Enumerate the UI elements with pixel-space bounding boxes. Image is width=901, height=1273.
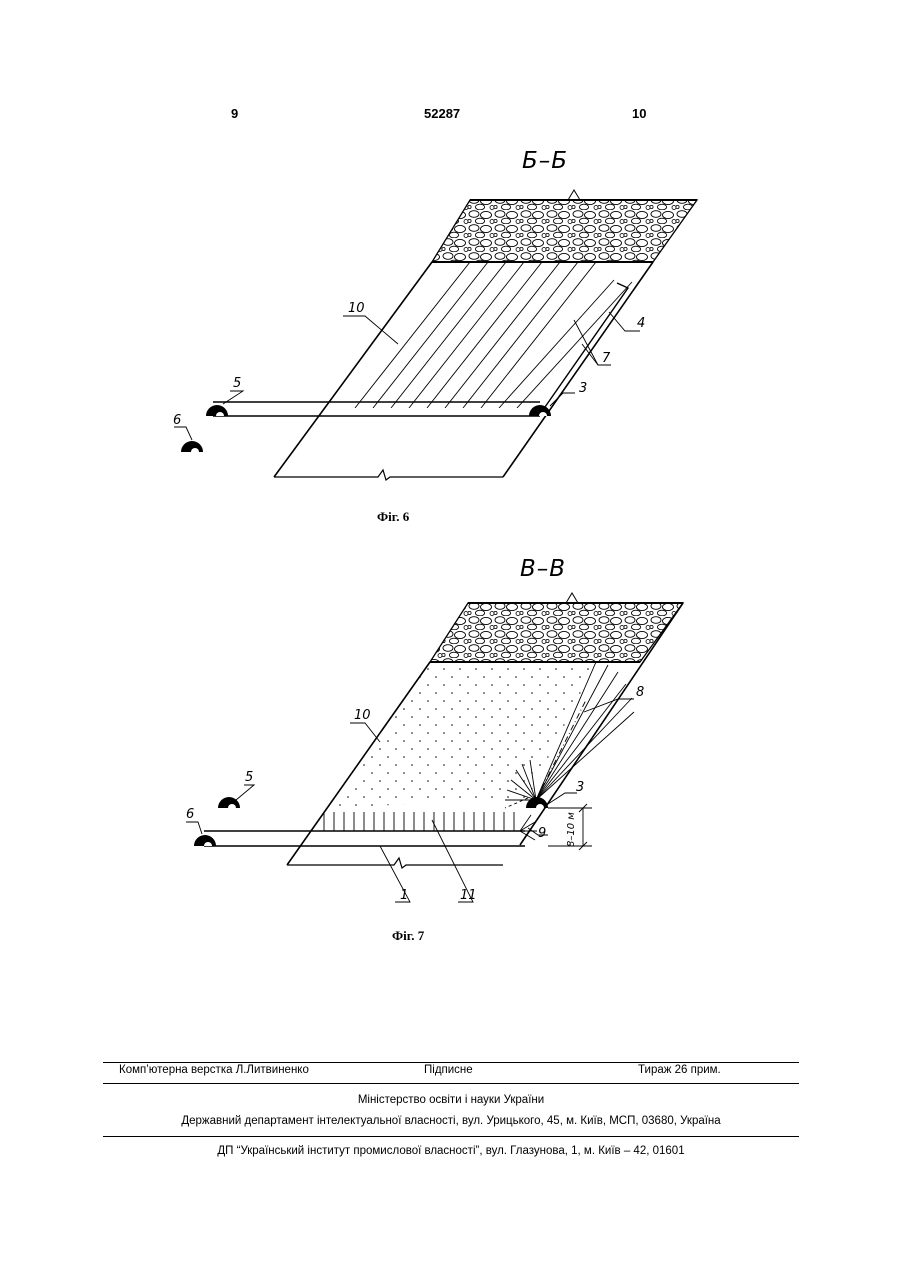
- fig6-label-4: 4: [637, 316, 645, 331]
- patent-number: 52287: [424, 106, 460, 121]
- fig6-section-title: Б–Б: [522, 148, 568, 174]
- footer-rule-bottom: [103, 1136, 799, 1137]
- footer-ministry: Міністерство освіти і науки України: [103, 1094, 799, 1106]
- footer-layout-credit: Комп’ютерна верстка Л.Литвиненко: [119, 1064, 309, 1076]
- footer-circulation: Тираж 26 прим.: [638, 1064, 721, 1076]
- fig7-label-8: 8: [636, 685, 644, 700]
- footer-rule-middle: [103, 1083, 799, 1084]
- fig6-label-6: 6: [173, 413, 181, 428]
- fig7-drawing: 10 5 6 3 8 9 1 11 8–10 м: [0, 585, 901, 915]
- fig6-label-5: 5: [233, 376, 241, 391]
- fig6-drawing: 10 5 6 3 4 7: [0, 180, 901, 510]
- fig7-label-10: 10: [354, 708, 371, 723]
- fig7-label-5: 5: [245, 770, 253, 785]
- fig6-rock-band: [432, 200, 697, 262]
- fig6-label-3: 3: [579, 381, 587, 396]
- footer-rule-top: [103, 1062, 799, 1063]
- fig7-rock-band: [430, 603, 683, 662]
- footer-department: Державний департамент інтелектуальної вл…: [103, 1115, 799, 1127]
- fig6-caption: Фіг. 6: [377, 509, 409, 525]
- fig7-label-6: 6: [186, 807, 194, 822]
- page-number-right: 10: [632, 106, 646, 121]
- footer-signed: Підписне: [424, 1064, 473, 1076]
- fig7-section-title: В–В: [520, 556, 566, 582]
- fig6-label-10: 10: [348, 301, 365, 316]
- fig7-dimension-label: 8–10 м: [566, 812, 577, 847]
- fig6-label-7: 7: [602, 351, 611, 366]
- fig7-caption: Фіг. 7: [392, 928, 424, 944]
- fig7-label-1: 1: [400, 888, 408, 903]
- fig7-label-9: 9: [538, 826, 546, 841]
- fig7-label-3: 3: [576, 780, 584, 795]
- page-number-left: 9: [231, 106, 238, 121]
- fig7-label-11: 11: [460, 888, 477, 903]
- footer-institute: ДП “Український інститут промислової вла…: [103, 1145, 799, 1157]
